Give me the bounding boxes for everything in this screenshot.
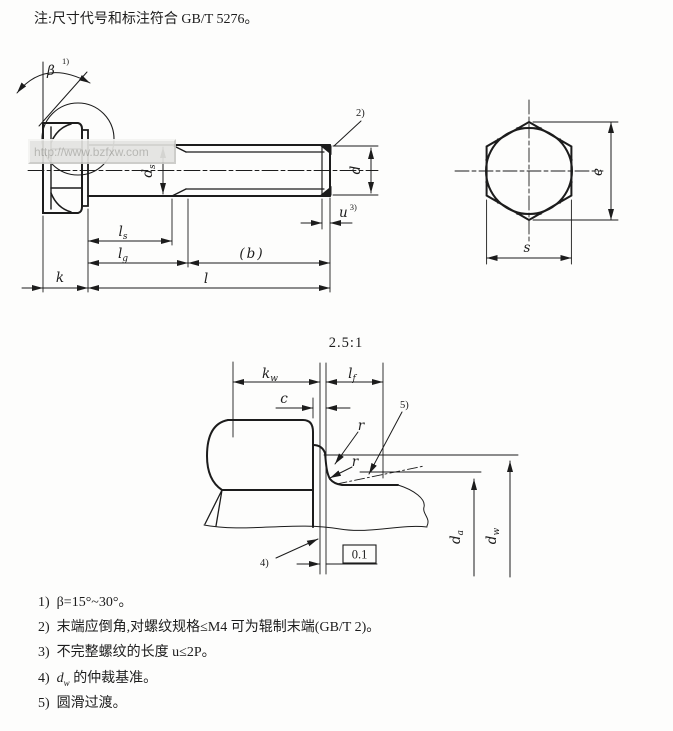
k-dimension-label: k bbox=[56, 270, 64, 286]
detail-head-outline bbox=[204, 419, 314, 528]
beta-angle-construction bbox=[16, 61, 91, 127]
detail-view bbox=[203, 361, 519, 578]
footnote-text: d bbox=[56, 670, 64, 686]
bearing-plane-extension-lines bbox=[319, 362, 327, 575]
r-dimension-label-1: r bbox=[358, 418, 366, 434]
detail-fillet-profile bbox=[312, 444, 399, 486]
d-dimension-label: d bbox=[348, 165, 364, 174]
tolerance-box bbox=[342, 544, 377, 564]
footnote-number: 4) bbox=[38, 670, 50, 686]
footnote-1: 1) β=15°~30°。 bbox=[38, 590, 380, 615]
datum-callout-label: 4) bbox=[260, 558, 269, 569]
r-leader-2 bbox=[329, 466, 353, 479]
end-callout-label: 2) bbox=[356, 108, 365, 119]
footnote-text: 圆滑过渡。 bbox=[56, 695, 127, 711]
footnotes: 1) β=15°~30°。 2) 末端应倒角,对螺纹规格≤M4 可为辊制末端(GB/… bbox=[38, 590, 380, 716]
detail-scale-label: 2.5:1 bbox=[329, 335, 363, 351]
detail-dimensions bbox=[232, 361, 513, 578]
footnote-5: 5) 圆滑过渡。 bbox=[38, 691, 380, 716]
dimension-code-note: 注:尺寸代号和标注符合 GB/T 5276。 bbox=[34, 12, 259, 27]
footnote-text: β=15°~30°。 bbox=[56, 595, 133, 610]
hex-head-end-view bbox=[454, 99, 619, 265]
footnote-number: 5) bbox=[38, 695, 50, 711]
smooth-callout-leader bbox=[368, 411, 403, 475]
footnote-4: 4)dw 的仲裁基准。 bbox=[38, 670, 158, 688]
dw-dimension-label: dw bbox=[484, 528, 502, 545]
da-dimension-label: da bbox=[448, 530, 466, 544]
c-dimension-label: c bbox=[280, 391, 288, 407]
datum-callout-leader bbox=[275, 538, 319, 559]
watermark-url: http://www.bzfxw.com bbox=[34, 144, 149, 159]
r-leader-1 bbox=[334, 431, 359, 465]
smooth-callout-label: 5) bbox=[400, 400, 409, 411]
break-lines bbox=[203, 484, 429, 531]
lg-dimension-label: lg bbox=[118, 246, 128, 264]
watermark: http://www.bzfxw.com bbox=[28, 139, 176, 164]
thread-end-chamfer bbox=[318, 144, 332, 197]
footnote-text: 不完整螺纹的长度 u≤2P。 bbox=[56, 645, 216, 661]
ls-dimension-label: ls bbox=[119, 224, 128, 242]
beta-footnote-ref: 1) bbox=[62, 56, 69, 66]
s-dimension-label: s bbox=[524, 240, 531, 256]
bolt-side-view bbox=[16, 61, 379, 293]
kw-dimension-label: kw bbox=[262, 366, 278, 384]
footnote-number: 1) bbox=[38, 595, 50, 610]
detail-reference-lines bbox=[319, 362, 519, 575]
end-callout-leader bbox=[333, 120, 362, 147]
footnote-number: 3) bbox=[38, 645, 50, 661]
e-dimension-label: e bbox=[590, 168, 606, 176]
side-view-dimensions bbox=[21, 120, 379, 293]
beta-label: β bbox=[46, 63, 55, 79]
washer-face bbox=[81, 129, 89, 207]
ds-dimension-label: ds bbox=[140, 164, 158, 178]
transition-centerline bbox=[336, 465, 425, 485]
b-dimension-label: (b) bbox=[239, 246, 264, 262]
r-dimension-label-2: r bbox=[352, 454, 360, 470]
footnote-text: 末端应倒角,对螺纹规格≤M4 可为辊制末端(GB/T 2)。 bbox=[56, 620, 381, 636]
end-view-centerlines bbox=[454, 99, 604, 244]
lf-dimension-label: lf bbox=[348, 366, 357, 384]
end-view-dimensions bbox=[486, 121, 619, 265]
l-dimension-label: l bbox=[204, 271, 208, 287]
bolt-head-outline bbox=[42, 122, 83, 214]
footnote-3: 3) 不完整螺纹的长度 u≤2P。 bbox=[38, 640, 380, 665]
footnote-number: 2) bbox=[38, 620, 50, 636]
footnote-2: 2) 末端应倒角,对螺纹规格≤M4 可为辊制末端(GB/T 2)。 bbox=[38, 615, 380, 640]
tolerance-value: 0.1 bbox=[352, 548, 368, 562]
